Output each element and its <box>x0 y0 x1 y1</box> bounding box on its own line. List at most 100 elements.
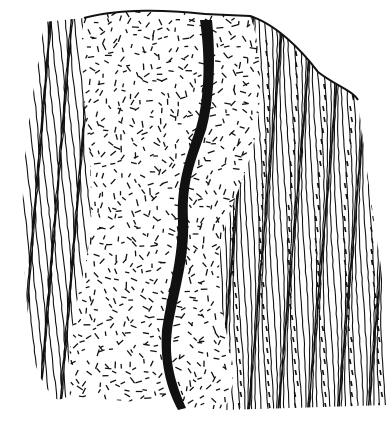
speckle-dash <box>222 65 224 69</box>
right-band-dash <box>262 205 263 210</box>
right-band-dash <box>292 315 293 320</box>
speckle-dash <box>172 164 175 168</box>
speckle-dash <box>206 385 211 390</box>
speckle-dash <box>159 373 163 378</box>
speckle-dash <box>235 156 242 158</box>
speckle-dash <box>151 64 152 69</box>
speckle-dash <box>103 183 106 187</box>
speckle-dash <box>90 133 94 135</box>
speckle-dash <box>100 346 104 348</box>
speckle-dash <box>195 79 196 84</box>
speckle-dash <box>71 405 72 409</box>
speckle-dash <box>220 233 221 239</box>
speckle-dash <box>245 127 249 133</box>
speckle-dash <box>169 49 172 53</box>
speckle-dash <box>186 260 187 265</box>
speckle-dash <box>116 134 118 140</box>
speckle-dash <box>95 63 99 65</box>
speckle-dash <box>108 268 110 272</box>
speckle-dash <box>144 73 149 77</box>
speckle-dash <box>208 151 215 153</box>
right-band-dash <box>290 304 291 309</box>
speckle-dash <box>154 279 157 284</box>
speckle-dash <box>113 407 118 408</box>
speckle-dash <box>119 340 124 344</box>
speckle-dash <box>257 179 260 185</box>
right-band-dash <box>239 403 240 408</box>
speckle-dash <box>154 243 158 245</box>
right-band-dash <box>323 40 324 45</box>
speckle-dash <box>239 243 240 247</box>
speckle-dash <box>224 254 226 257</box>
speckle-dash <box>158 328 160 332</box>
speckle-dash <box>66 74 71 75</box>
speckle-dash <box>148 183 154 185</box>
speckle-dash <box>170 115 176 118</box>
speckle-dash <box>193 380 196 382</box>
speckle-dash <box>190 235 191 239</box>
speckle-dash <box>151 361 154 367</box>
speckle-dash <box>186 130 188 134</box>
speckle-dash <box>188 134 193 139</box>
speckle-dash <box>169 21 172 24</box>
speckle-dash <box>217 380 221 383</box>
speckle-dash <box>187 25 194 26</box>
speckle-dash <box>65 255 66 258</box>
right-band-dash <box>293 128 294 133</box>
speckle-dash <box>181 391 183 395</box>
right-band-dash <box>262 194 263 199</box>
right-band-dash <box>296 73 297 78</box>
speckle-dash <box>78 335 82 337</box>
speckle-dash <box>211 372 214 378</box>
speckle-dash <box>222 73 227 78</box>
speckle-dash <box>252 165 255 171</box>
speckle-dash <box>98 280 103 284</box>
speckle-dash <box>123 71 127 73</box>
speckle-dash <box>125 333 131 334</box>
speckle-dash <box>146 271 152 272</box>
speckle-dash <box>187 115 193 117</box>
speckle-dash <box>156 250 158 254</box>
speckle-dash <box>242 36 246 42</box>
right-band-dash <box>240 370 241 375</box>
speckle-dash <box>255 143 261 147</box>
right-band-dash <box>377 139 378 144</box>
right-band-dash <box>296 84 297 89</box>
speckle-dash <box>214 358 220 359</box>
speckle-dash <box>173 358 177 362</box>
speckle-dash <box>162 298 167 299</box>
right-band-dash <box>289 260 290 265</box>
speckle-dash <box>81 245 86 247</box>
right-band-dash <box>240 381 241 386</box>
speckle-dash <box>157 28 162 30</box>
speckle-dash <box>158 126 161 132</box>
speckle-dash <box>86 287 90 288</box>
speckle-dash <box>169 71 174 72</box>
right-band-dash <box>350 348 351 353</box>
speckle-dash <box>104 289 106 294</box>
right-band-dash <box>378 128 379 133</box>
right-band-dash <box>319 293 320 298</box>
speckle-dash <box>123 97 126 103</box>
speckle-dash <box>165 146 168 150</box>
speckle-dash <box>109 253 112 255</box>
speckle-dash <box>148 90 152 91</box>
right-band-dash <box>350 40 351 45</box>
speckle-dash <box>198 199 203 201</box>
speckle-dash <box>212 271 213 275</box>
speckle-dash <box>164 124 167 129</box>
speckle-dash <box>93 328 96 330</box>
right-band-dash <box>324 381 325 386</box>
speckle-dash <box>150 117 154 118</box>
speckle-dash <box>127 317 129 321</box>
speckle-dash <box>194 338 197 341</box>
speckle-dash <box>71 189 77 191</box>
speckle-dash <box>138 161 141 164</box>
speckle-dash <box>122 197 126 200</box>
speckle-dash <box>83 254 89 258</box>
speckle-dash <box>197 362 201 366</box>
right-band-dash <box>347 161 348 166</box>
rock-outline-top <box>84 11 358 100</box>
